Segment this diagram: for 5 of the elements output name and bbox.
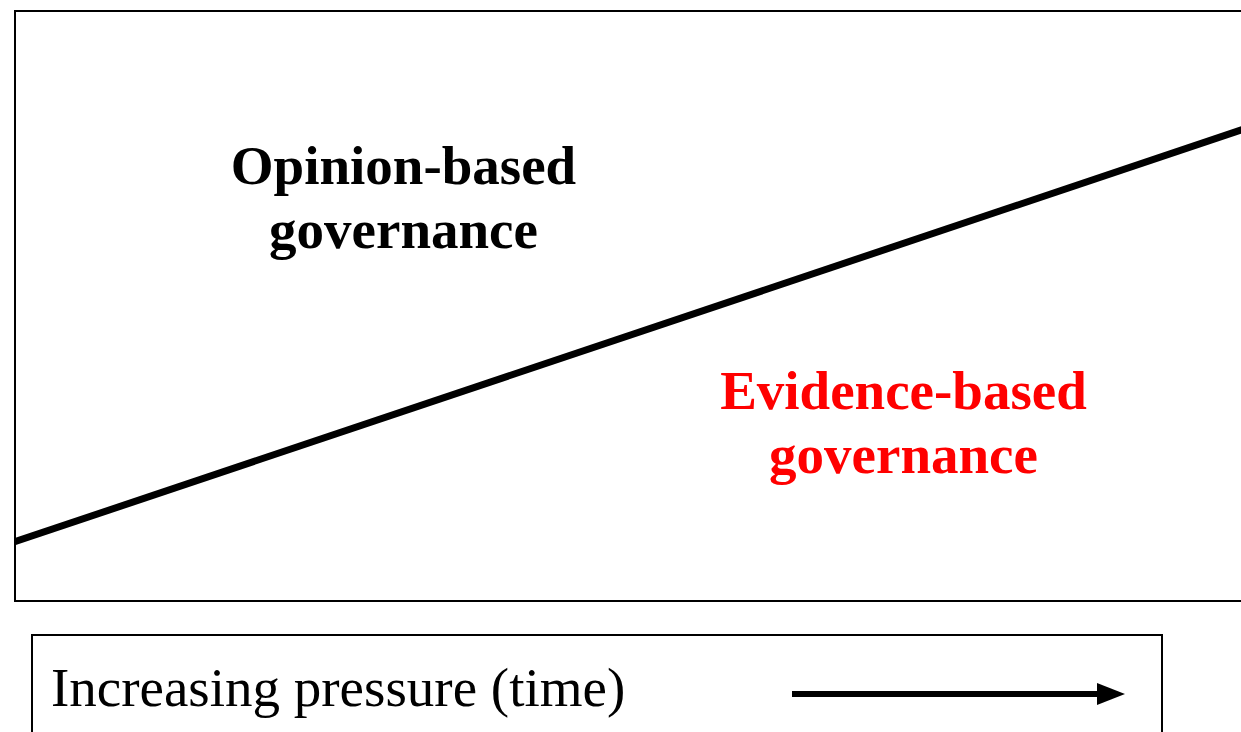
diagram-frame bbox=[14, 10, 1241, 602]
axis-label: Increasing pressure (time) bbox=[51, 656, 626, 720]
axis-box bbox=[31, 634, 1163, 732]
region-label: Opinion-based governance bbox=[229, 134, 578, 262]
region-label: Evidence-based governance bbox=[719, 359, 1088, 487]
